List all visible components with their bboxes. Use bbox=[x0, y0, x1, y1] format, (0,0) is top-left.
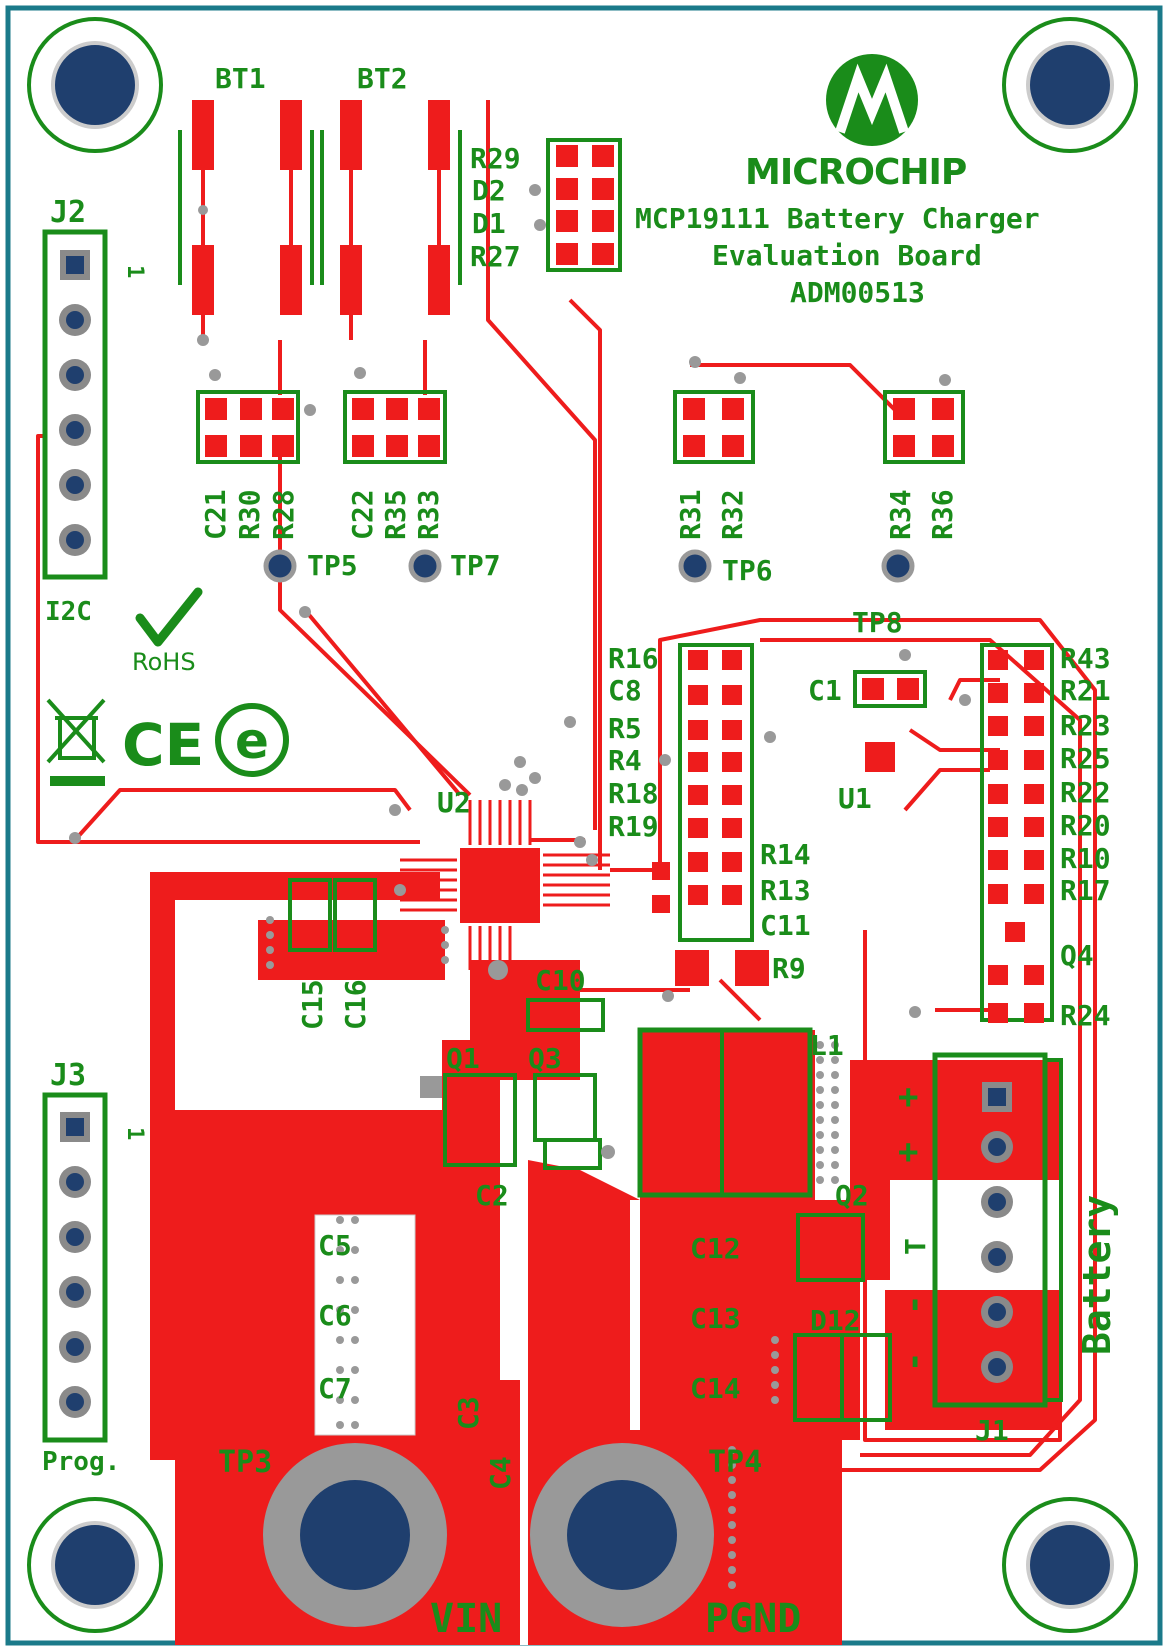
label-j1-t: T bbox=[899, 1238, 932, 1255]
label-r24: R24 bbox=[1060, 999, 1111, 1032]
e-recycling-icon: e bbox=[215, 703, 289, 777]
component-footprints bbox=[42, 100, 1063, 1589]
label-r16: R16 bbox=[608, 642, 659, 675]
label-c7: C7 bbox=[318, 1372, 352, 1405]
label-c22: C22 bbox=[346, 489, 379, 540]
label-r30: R30 bbox=[233, 489, 266, 540]
label-ce: CE bbox=[122, 711, 204, 779]
label-i2c: I2C bbox=[45, 597, 92, 627]
board-title-line3: ADM00513 bbox=[790, 276, 925, 309]
label-r43: R43 bbox=[1060, 642, 1111, 675]
label-r33: R33 bbox=[412, 489, 445, 540]
label-j1: J1 bbox=[975, 1414, 1009, 1447]
microchip-logo-icon bbox=[826, 54, 918, 146]
label-r31: R31 bbox=[674, 489, 707, 540]
label-c13: C13 bbox=[690, 1302, 741, 1335]
label-r28: R28 bbox=[267, 489, 300, 540]
label-d1: D1 bbox=[472, 207, 506, 240]
label-r17: R17 bbox=[1060, 874, 1111, 907]
label-c1: C1 bbox=[808, 674, 842, 707]
label-rohs: RoHS bbox=[132, 648, 196, 676]
label-bt1: BT1 bbox=[215, 62, 266, 95]
label-c8: C8 bbox=[608, 674, 642, 707]
label-c12: C12 bbox=[690, 1232, 741, 1265]
label-q4: Q4 bbox=[1060, 939, 1094, 972]
label-c4: C4 bbox=[484, 1456, 517, 1490]
label-j1-minus-1: - bbox=[894, 1295, 934, 1315]
weee-bin-icon bbox=[46, 698, 106, 764]
label-c5: C5 bbox=[318, 1229, 352, 1262]
label-j2: J2 bbox=[50, 195, 86, 230]
label-r10: R10 bbox=[1060, 842, 1111, 875]
label-r36: R36 bbox=[926, 489, 959, 540]
label-j2-pin1: 1 bbox=[122, 265, 147, 278]
rohs-check-icon bbox=[135, 587, 203, 647]
label-d2: D2 bbox=[472, 174, 506, 207]
label-j3-pin1: 1 bbox=[122, 1127, 147, 1140]
label-r35: R35 bbox=[379, 489, 412, 540]
label-c11: C11 bbox=[760, 909, 811, 942]
label-c6: C6 bbox=[318, 1299, 352, 1332]
label-tp3: TP3 bbox=[218, 1445, 272, 1480]
label-d12: D12 bbox=[810, 1304, 861, 1337]
label-vin: VIN bbox=[430, 1596, 502, 1642]
label-r5: R5 bbox=[608, 712, 642, 745]
weee-bar bbox=[50, 776, 105, 786]
label-battery: Battery bbox=[1075, 1195, 1119, 1355]
svg-text:e: e bbox=[235, 712, 269, 770]
label-j1-minus-2: - bbox=[894, 1352, 934, 1372]
board-title-line1: MCP19111 Battery Charger bbox=[635, 202, 1040, 235]
label-j1-plus-2: + bbox=[898, 1132, 918, 1172]
label-r19: R19 bbox=[608, 810, 659, 843]
label-l1: L1 bbox=[810, 1029, 844, 1062]
label-r32: R32 bbox=[716, 489, 749, 540]
label-r25: R25 bbox=[1060, 742, 1111, 775]
label-r4: R4 bbox=[608, 744, 642, 777]
label-c2: C2 bbox=[475, 1179, 509, 1212]
label-u1: U1 bbox=[838, 782, 872, 815]
label-j1-plus-1: + bbox=[898, 1077, 918, 1117]
label-q2: Q2 bbox=[835, 1179, 869, 1212]
label-pgnd: PGND bbox=[705, 1596, 801, 1642]
label-r23: R23 bbox=[1060, 709, 1111, 742]
large-testpoints bbox=[263, 1443, 714, 1627]
label-tp7: TP7 bbox=[450, 549, 501, 582]
label-r13: R13 bbox=[760, 874, 811, 907]
board-title-line2: Evaluation Board bbox=[712, 239, 982, 272]
label-r18: R18 bbox=[608, 777, 659, 810]
label-u2: U2 bbox=[437, 786, 471, 819]
brand-name: Microchip bbox=[745, 152, 966, 193]
label-c14: C14 bbox=[690, 1372, 741, 1405]
label-c21: C21 bbox=[199, 489, 232, 540]
label-r34: R34 bbox=[884, 489, 917, 540]
label-r14: R14 bbox=[760, 838, 811, 871]
label-c15: C15 bbox=[296, 979, 329, 1030]
label-r22: R22 bbox=[1060, 776, 1111, 809]
traces bbox=[36, 100, 1097, 1472]
label-tp8: TP8 bbox=[852, 606, 903, 639]
label-c10: C10 bbox=[535, 964, 586, 997]
label-r9: R9 bbox=[772, 952, 806, 985]
label-c16: C16 bbox=[339, 979, 372, 1030]
label-tp5: TP5 bbox=[307, 549, 358, 582]
label-q3: Q3 bbox=[528, 1042, 562, 1075]
label-tp6: TP6 bbox=[722, 554, 773, 587]
label-r29: R29 bbox=[470, 142, 521, 175]
label-bt2: BT2 bbox=[357, 62, 408, 95]
label-q1: Q1 bbox=[446, 1042, 480, 1075]
compliance-marks: e bbox=[46, 587, 289, 786]
label-r20: R20 bbox=[1060, 809, 1111, 842]
label-c3: C3 bbox=[452, 1396, 485, 1430]
mounting-holes bbox=[27, 17, 1138, 1633]
label-tp4: TP4 bbox=[708, 1445, 762, 1480]
label-j3: J3 bbox=[50, 1058, 86, 1093]
label-r21: R21 bbox=[1060, 674, 1111, 707]
label-prog: Prog. bbox=[42, 1447, 120, 1477]
label-r27: R27 bbox=[470, 240, 521, 273]
